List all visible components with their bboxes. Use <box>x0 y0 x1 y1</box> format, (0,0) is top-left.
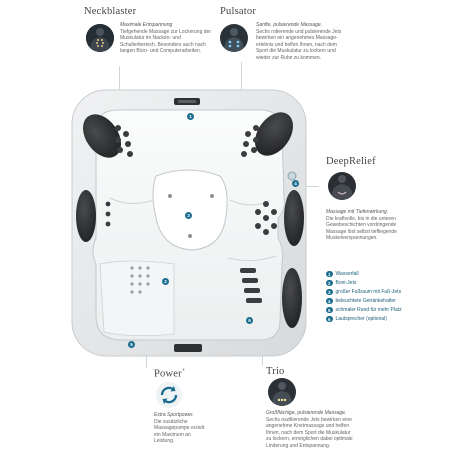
trio-torso-icon <box>268 378 296 406</box>
trio-text: Sechs oszillierende Jets bewirken eine a… <box>266 417 353 449</box>
tub-marker-5: 5 <box>128 341 135 348</box>
pulsator-subtitle: Sanfte, pulsierende Massage. <box>256 22 323 28</box>
legend-item: 3 großer Fußraum mit Fuß-Jets <box>326 288 401 296</box>
legend-item: 5 schmaler Rand für mehr Platz <box>326 306 402 314</box>
control-panel <box>174 344 202 352</box>
neckblaster-torso-icon <box>86 24 114 52</box>
legend-label: großer Fußraum mit Fuß-Jets <box>335 289 402 295</box>
boni-jets <box>130 266 150 294</box>
feature-pulsator: Pulsator Sanfte, pulsierende Massage. Se… <box>214 6 344 84</box>
legend-number: 4 <box>326 297 333 305</box>
deeprelief-jets <box>255 201 277 235</box>
power-title: Power+ <box>154 368 185 380</box>
deeprelief-subtitle: Massage mit Tiefenwirkung. <box>326 209 389 215</box>
tub-marker-4: 4 <box>292 180 299 187</box>
pulsator-torso-icon <box>220 24 248 52</box>
pillow-left <box>76 190 96 242</box>
power-title-text: Power <box>154 368 182 380</box>
neckblaster-title: Neckblaster <box>84 6 137 17</box>
legend-label: Wasserfall <box>335 271 359 277</box>
neckblaster-text: Tiefgehende Massage zur Lockerung der Mu… <box>120 29 211 55</box>
legend-number: 6 <box>326 315 333 323</box>
tub-marker-2: 2 <box>162 278 169 285</box>
pillow-neckblaster <box>82 114 122 158</box>
trio-title: Trio <box>266 366 285 377</box>
trio-subtitle: Großflächige, pulsierende Massage. <box>266 410 347 416</box>
legend-label: beleuchtete Getränkehalter <box>335 298 396 304</box>
legend-item: 6 Lautsprecher (optional) <box>326 315 387 323</box>
circular-arrows-icon <box>156 382 182 408</box>
tub-marker-1: 1 <box>187 113 194 120</box>
tub-marker-3: 3 <box>185 212 192 219</box>
legend-label: Lautsprecher (optional) <box>335 316 387 322</box>
legend-number: 2 <box>326 279 333 287</box>
pillow-deeprelief <box>284 190 304 246</box>
pulsator-connector <box>241 62 242 112</box>
pillow-pulsator <box>254 112 294 156</box>
legend-item: 1 Wasserfall <box>326 270 359 278</box>
legend-item: 4 beleuchtete Getränkehalter <box>326 297 396 305</box>
tub-footwell <box>152 169 228 251</box>
legend-item: 2 Boni-Jets <box>326 279 356 287</box>
hot-tub-illustration <box>71 89 307 357</box>
pillow-trio <box>282 268 302 328</box>
pulsator-text: Sechs rotierende und pulsierende Jets be… <box>256 29 342 61</box>
pulsator-title: Pulsator <box>220 6 257 17</box>
neckblaster-subtitle: Maximale Entspannung <box>120 22 173 28</box>
tub-marker-6: 6 <box>246 317 253 324</box>
feature-neckblaster: Neckblaster Maximale Entspannung Tiefgeh… <box>76 6 216 76</box>
neckblaster-connector <box>119 66 120 104</box>
power-subtitle: Extra Sportpower. <box>154 412 194 418</box>
feature-deeprelief: DeepRelief Massage mit Tiefenwirkung. Di… <box>318 156 448 256</box>
deeprelief-text: Die kraftvolle, bis in die unteren Geweb… <box>326 216 397 242</box>
legend-number: 5 <box>326 306 333 314</box>
power-text: Die zusätzliche Massagepumpe erzielt ein… <box>154 419 205 445</box>
power-title-sup: + <box>181 368 186 374</box>
legend-number: 1 <box>326 270 333 278</box>
deeprelief-title: DeepRelief <box>326 156 376 167</box>
legend: 1 Wasserfall 2 Boni-Jets 3 großer Fußrau… <box>326 270 466 330</box>
trio-jets <box>240 268 262 303</box>
cup-holder <box>287 171 297 181</box>
feature-trio: Trio Großflächige, pulsierende Massage. … <box>262 366 362 466</box>
pulsator-jets <box>241 125 259 157</box>
feature-power: Power+ Extra Sportpower. Die zusätzliche… <box>150 368 240 458</box>
deeprelief-torso-icon <box>328 172 356 200</box>
neckblaster-jets <box>115 125 133 157</box>
legend-label: Boni-Jets <box>335 280 357 286</box>
hot-tub-diagram: 1 2 3 4 5 6 <box>70 88 308 358</box>
deeprelief-connector <box>297 186 319 187</box>
legend-label: schmaler Rand für mehr Platz <box>335 307 402 313</box>
tub-lounger <box>99 260 175 336</box>
legend-number: 3 <box>326 288 333 296</box>
